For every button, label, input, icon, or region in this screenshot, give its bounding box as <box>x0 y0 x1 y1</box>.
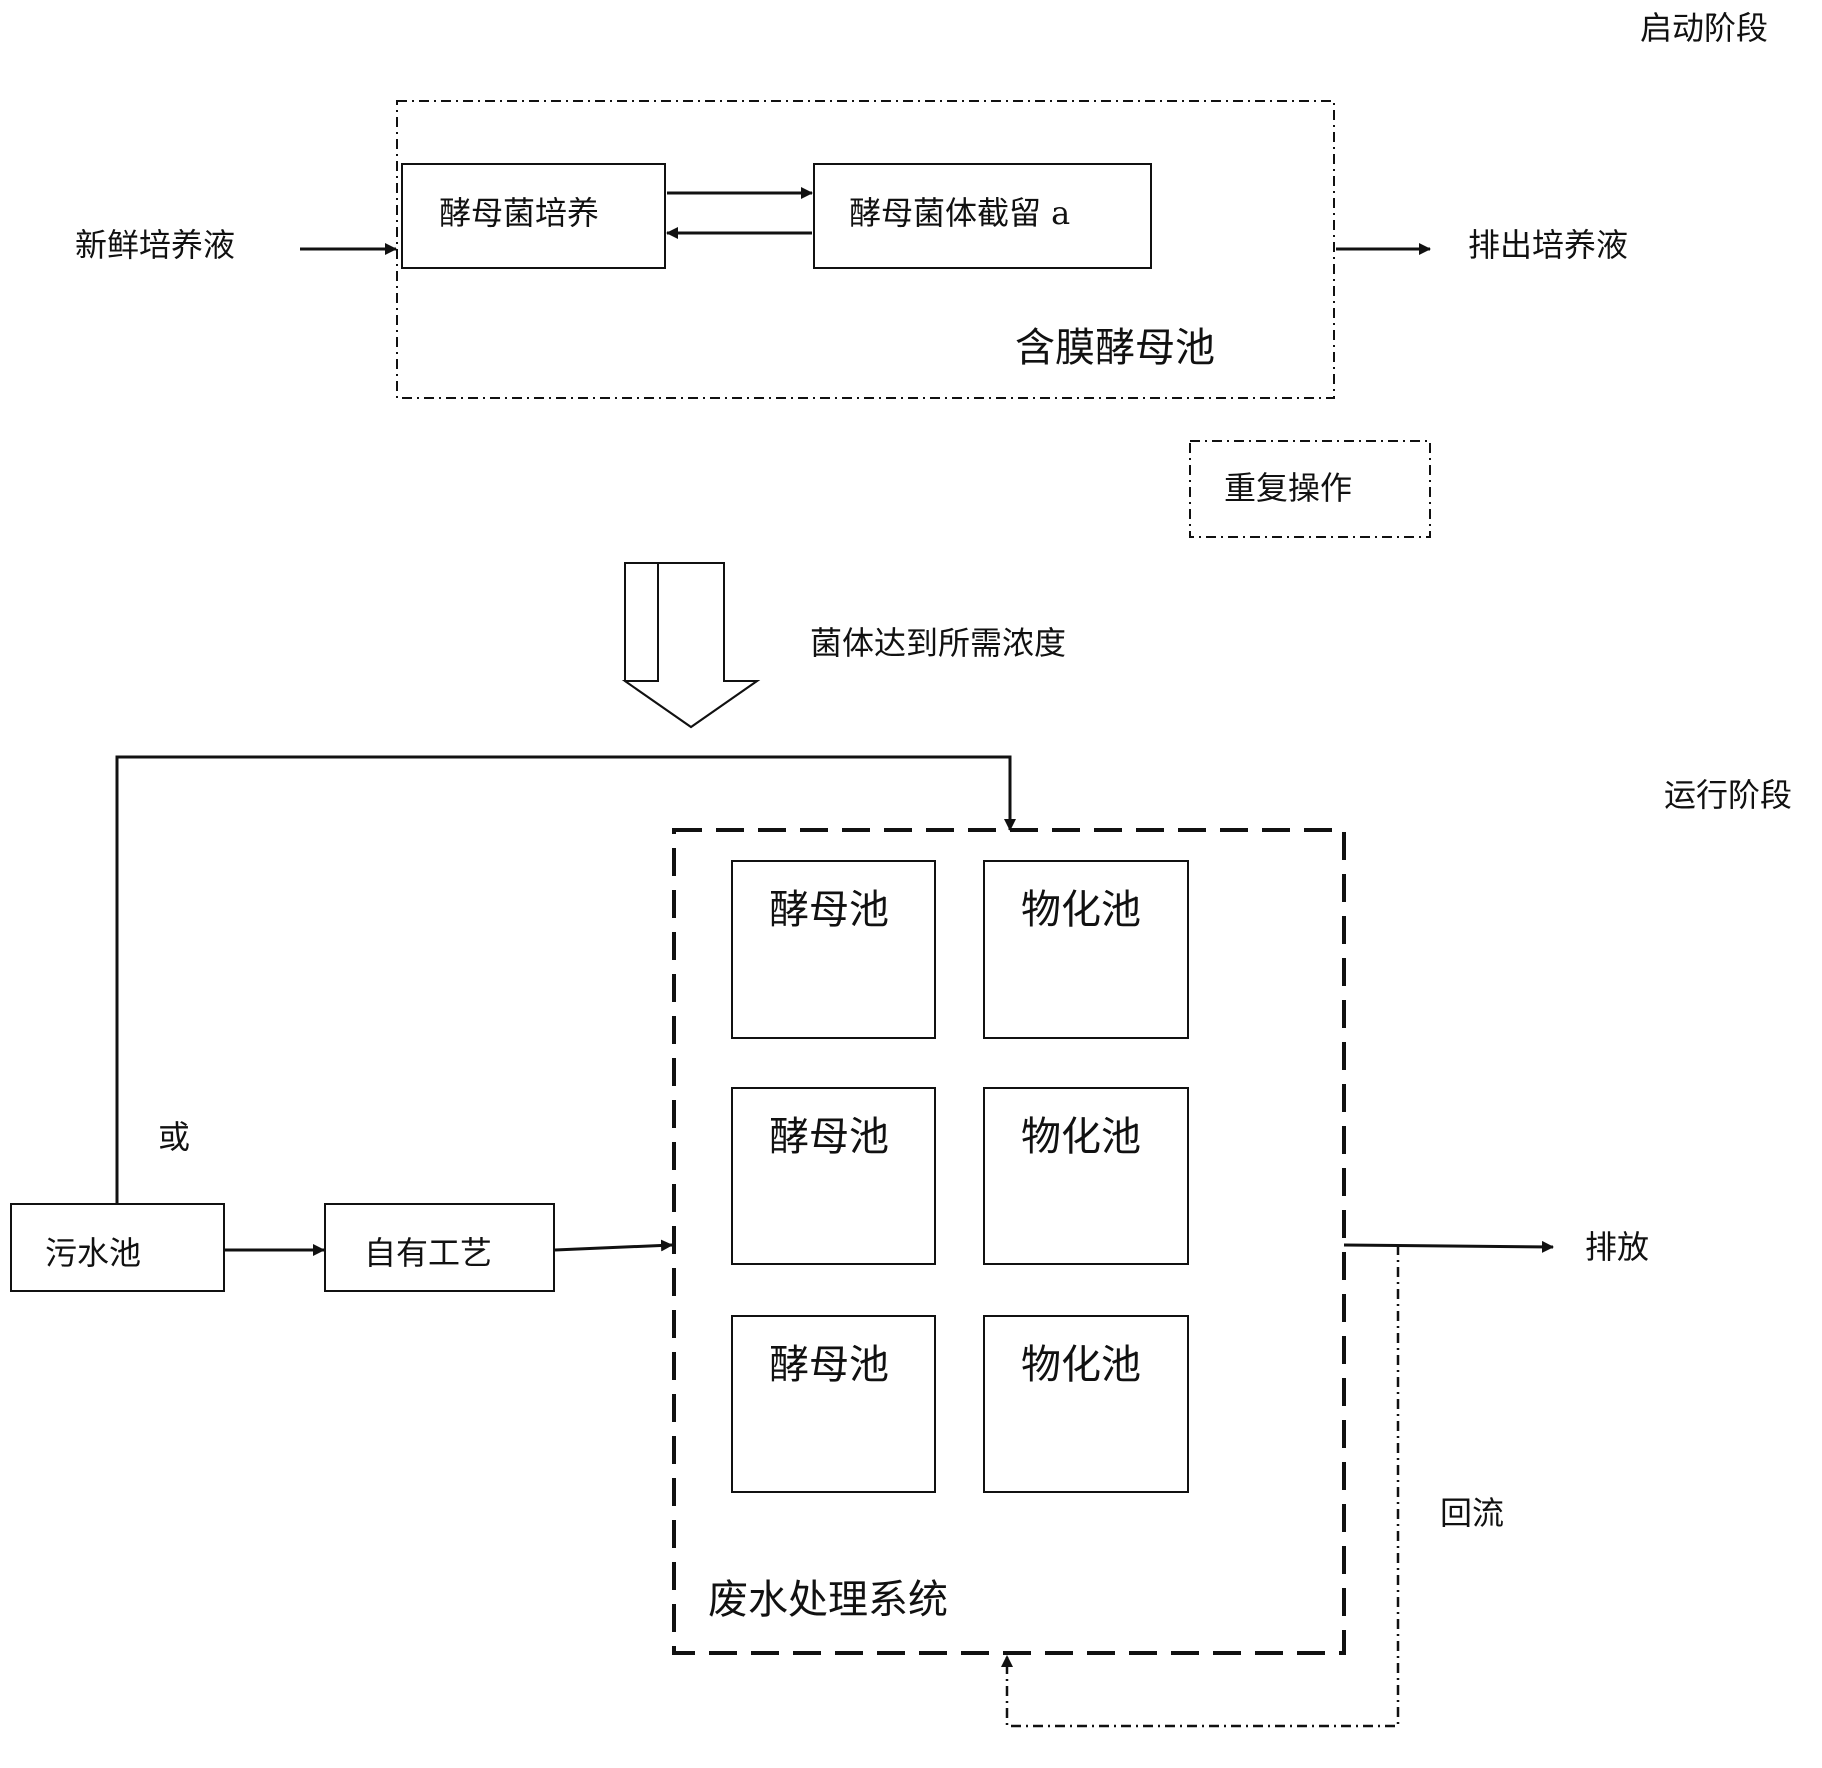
membrane-yeast-tank-boundary <box>396 100 1335 399</box>
sewage-tank-box: 污水池 <box>10 1203 225 1292</box>
own-process-box: 自有工艺 <box>324 1203 555 1292</box>
required-concentration-label: 菌体达到所需浓度 <box>810 624 1067 662</box>
startup-stage-label: 启动阶段 <box>1640 9 1769 47</box>
sewage-tank-label: 污水池 <box>45 1234 142 1272</box>
yeast-tank-3: 酵母池 <box>731 1315 936 1493</box>
yeast-tank-label: 酵母池 <box>769 1114 889 1160</box>
arrow-process-to-system <box>554 1239 673 1252</box>
yeast-culture-label: 酵母菌培养 <box>439 194 600 232</box>
wastewater-system-boundary <box>672 828 1346 1655</box>
transition-hollow-arrow-shape <box>621 562 761 729</box>
yeast-tank-label: 酵母池 <box>769 1342 889 1388</box>
fresh-medium-label: 新鲜培养液 <box>75 226 236 264</box>
membrane-yeast-tank-label: 含膜酵母池 <box>1015 325 1215 371</box>
wastewater-system-label: 废水处理系统 <box>708 1577 948 1623</box>
physchem-tank-label: 物化池 <box>1021 1342 1141 1388</box>
yeast-tank-1: 酵母池 <box>731 860 936 1039</box>
repeat-operation-label: 重复操作 <box>1224 469 1353 507</box>
discharge-medium-label: 排出培养液 <box>1468 226 1629 264</box>
yeast-tank-label: 酵母池 <box>769 887 889 933</box>
physchem-tank-3: 物化池 <box>983 1315 1189 1493</box>
physchem-tank-2: 物化池 <box>983 1087 1189 1265</box>
discharge-label: 排放 <box>1585 1228 1650 1266</box>
physchem-tank-label: 物化池 <box>1021 887 1141 933</box>
yeast-culture-box: 酵母菌培养 <box>401 163 666 269</box>
bypass-line <box>115 755 1016 1203</box>
or-label: 或 <box>158 1118 191 1156</box>
running-stage-label: 运行阶段 <box>1664 776 1793 814</box>
physchem-tank-label: 物化池 <box>1021 1114 1141 1160</box>
yeast-tank-2: 酵母池 <box>731 1087 936 1265</box>
yeast-retention-label: 酵母菌体截留 a <box>849 194 1071 232</box>
reflux-line <box>1001 1245 1400 1728</box>
physchem-tank-1: 物化池 <box>983 860 1189 1039</box>
own-process-label: 自有工艺 <box>364 1234 493 1272</box>
yeast-retention-box: 酵母菌体截留 a <box>813 163 1152 269</box>
arrow-discharge <box>1343 1240 1554 1253</box>
reflux-label: 回流 <box>1440 1494 1505 1532</box>
repeat-operation-box <box>1189 440 1431 538</box>
